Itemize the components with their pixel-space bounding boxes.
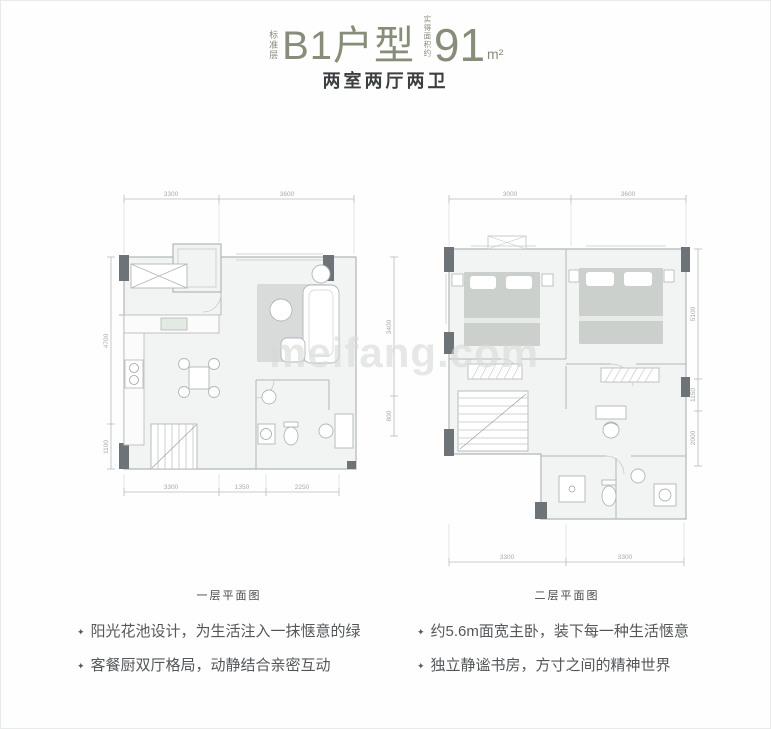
area-prefix: 实得面积约 <box>422 15 432 58</box>
toilet <box>283 421 299 428</box>
dim-label: 1100 <box>103 440 110 454</box>
nightstand <box>663 269 675 283</box>
dim-label: 1150 <box>690 388 697 402</box>
feature-text: 客餐厨双厅格局，动静结合亲密互动 <box>90 657 331 674</box>
dim-label: 3300 <box>618 554 633 561</box>
dim-label: 800 <box>386 410 393 421</box>
page-title: 标准层 B1户型 实得面积约 91 m² <box>1 15 770 72</box>
area-value: 91 <box>433 19 486 72</box>
feature-text: 独立静谧书房，方寸之间的精神世界 <box>430 657 671 674</box>
stairs <box>150 423 198 470</box>
area-unit: m² <box>487 45 504 62</box>
sofa <box>269 264 340 364</box>
washing-machine <box>653 483 677 507</box>
bathroom-fixtures <box>257 389 299 446</box>
feature-item: ✦ 独立静谧书房，方寸之间的精神世界 <box>417 655 747 676</box>
washbasin <box>630 468 646 484</box>
toilet <box>601 479 617 486</box>
flower-pool <box>130 263 188 289</box>
dim-label: 1350 <box>235 484 250 491</box>
sink <box>160 317 188 331</box>
feature-item: ✦ 客餐厨双厅格局，动静结合亲密互动 <box>77 655 407 676</box>
feature-list-left: ✦ 阳光花池设计，为生活注入一抹惬意的绿 ✦ 客餐厨双厅格局，动静结合亲密互动 <box>77 621 407 689</box>
washing-machine <box>257 423 276 445</box>
feature-item: ✦ 约5.6m面宽主卧，装下每一种生活惬意 <box>417 621 747 642</box>
feature-text: 约5.6m面宽主卧，装下每一种生活惬意 <box>430 623 689 640</box>
pillow <box>586 272 614 286</box>
dim-label: 3600 <box>280 191 295 198</box>
bed-right <box>568 268 675 344</box>
dim-label: 3000 <box>503 191 518 198</box>
feature-text: 阳光花池设计，为生活注入一抹惬意的绿 <box>90 623 361 640</box>
diamond-bullet-icon: ✦ <box>77 627 85 637</box>
wardrobe <box>467 363 523 380</box>
floor-plan-1: 3300 3600 4700 1100 3400 800 3300 1350 2… <box>91 184 406 519</box>
nightstand <box>568 269 580 283</box>
pillow <box>506 276 532 289</box>
floor-plan-1-svg: 3300 3600 4700 1100 3400 800 3300 1350 2… <box>103 191 398 496</box>
desk-chair <box>318 413 354 449</box>
study-desk-chair <box>595 405 627 439</box>
floor-plan-2: 3000 3600 5100 1150 2000 3300 3300 <box>416 184 726 584</box>
unit-name: B1户型 <box>282 23 415 68</box>
diamond-bullet-icon: ✦ <box>77 661 85 671</box>
dimension-lines <box>107 195 398 496</box>
shower <box>558 475 586 503</box>
extension-lines <box>123 202 355 490</box>
dim-label: 3600 <box>621 191 636 198</box>
washbasin <box>261 389 277 405</box>
dim-label: 3300 <box>164 484 179 491</box>
feature-item: ✦ 阳光花池设计，为生活注入一抹惬意的绿 <box>77 621 407 642</box>
kitchen <box>123 314 220 446</box>
columns <box>444 247 690 519</box>
stove <box>124 359 144 389</box>
layout-subtitle: 两室两厅两卫 <box>322 71 449 91</box>
bed-left <box>451 272 554 346</box>
dim-label: 3300 <box>500 554 515 561</box>
dim-label: 4700 <box>103 333 110 348</box>
bathroom-fixtures <box>558 468 677 507</box>
plan-2-caption: 二层平面图 <box>534 590 600 602</box>
dim-label: 5100 <box>690 306 697 321</box>
dimension-labels: 3300 3600 4700 1100 3400 800 3300 1350 2… <box>103 191 393 491</box>
dimension-labels: 3000 3600 5100 1150 2000 3300 3300 <box>500 191 697 561</box>
dim-label: 2000 <box>690 430 697 445</box>
dim-label: 3300 <box>164 191 179 198</box>
dim-label: 3400 <box>386 319 393 334</box>
feature-list-right: ✦ 约5.6m面宽主卧，装下每一种生活惬意 ✦ 独立静谧书房，方寸之间的精神世界 <box>417 621 747 689</box>
nightstand <box>451 273 464 287</box>
door-arc <box>605 455 625 475</box>
columns <box>119 255 356 469</box>
extension-lines <box>448 202 687 560</box>
pillow <box>470 276 496 289</box>
coffee-table <box>269 298 293 322</box>
floor-tag: 标准层 <box>268 29 279 60</box>
dining-set <box>178 358 220 398</box>
dimension-lines <box>448 195 702 566</box>
door-arc <box>202 293 222 313</box>
diamond-bullet-icon: ✦ <box>417 661 425 671</box>
plan-1-caption: 一层平面图 <box>196 590 262 602</box>
diamond-bullet-icon: ✦ <box>417 627 425 637</box>
pillow <box>624 272 652 286</box>
floor-plan-2-svg: 3000 3600 5100 1150 2000 3300 3300 <box>444 191 702 566</box>
stairs <box>457 390 529 452</box>
dim-label: 2250 <box>295 484 310 491</box>
wardrobe <box>600 367 660 383</box>
nightstand <box>541 273 554 287</box>
